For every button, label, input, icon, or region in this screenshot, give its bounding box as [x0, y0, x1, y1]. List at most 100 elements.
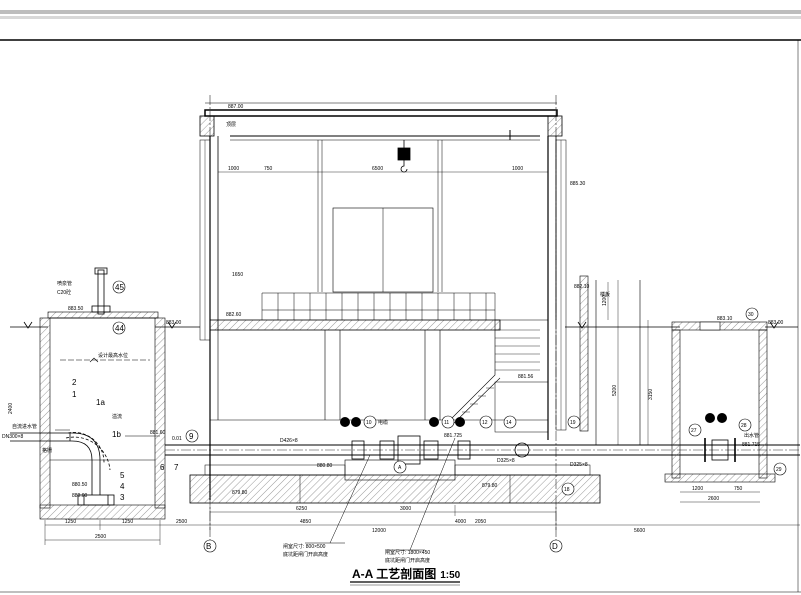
- callout-29: 29: [776, 467, 782, 473]
- label-elev-88156: 881.56: [518, 374, 534, 380]
- label-elev-883-10: 883.10: [717, 316, 733, 322]
- dim-4000: 4000: [455, 519, 466, 525]
- label-elev-883-right: 883.00: [768, 320, 784, 326]
- top-toolbar-strip: [0, 0, 801, 24]
- label-pump2: 闸室尺寸: 1800×450: [385, 549, 430, 556]
- label-top-level: 顶层: [226, 122, 236, 128]
- foundation-slab: [189, 459, 601, 504]
- callout-28: 28: [741, 423, 747, 429]
- dim-1000a: 1000: [228, 166, 239, 172]
- intake-well: [39, 311, 166, 520]
- toolbar-band-light: [0, 16, 801, 19]
- dim-4850: 4850: [300, 519, 311, 525]
- label-dn300: DN300×8: [2, 434, 23, 440]
- callout-11: 11: [444, 420, 449, 426]
- callout-2: 2: [72, 378, 77, 387]
- dimension-lines: [44, 280, 800, 545]
- callout-5: 5: [120, 471, 125, 480]
- dim-2500b: 2500: [176, 519, 187, 525]
- drawing-title: A-A 工艺剖面图 1:50: [352, 566, 461, 581]
- label-inlet: 自流进水管: [12, 423, 37, 430]
- callout-12: 12: [482, 420, 488, 426]
- callout-30: 30: [748, 312, 754, 318]
- filled-callouts: [340, 413, 727, 427]
- label-elev-8798: 879.80: [232, 490, 248, 496]
- callout-44: 44: [115, 324, 124, 333]
- dim-6250: 6250: [296, 506, 307, 512]
- dim-5600: 5600: [634, 528, 645, 534]
- label-elev-880b: 880.00: [72, 493, 88, 499]
- dim-2400: 2400: [8, 403, 14, 414]
- label-elev-887: 887.00: [228, 104, 244, 110]
- label-slope: 0.01: [172, 436, 182, 442]
- axis-lines: [209, 95, 557, 540]
- callout-10: 10: [366, 420, 372, 426]
- callout-27: 27: [691, 428, 697, 434]
- main-pipe: [165, 435, 800, 465]
- label-elev-8798b: 879.80: [482, 483, 498, 489]
- label-elev-8808: 880.80: [317, 463, 333, 469]
- callout-4: 4: [120, 482, 125, 491]
- label-elev-8821: 882.10: [574, 284, 590, 290]
- section-drawing: 45 44 9 10 11 12 14 19 18 27 28 29 30 A …: [0, 39, 801, 593]
- label-shaft: 喷泉管: [57, 280, 72, 287]
- label-elev-8826: 882.60: [226, 312, 242, 318]
- label-dn426: D426×8: [280, 438, 298, 444]
- title-main: A-A 工艺剖面图: [352, 566, 436, 581]
- callout-A: A: [398, 465, 402, 471]
- label-water-level: 设计最高水位: [98, 352, 128, 359]
- callout-1a: 1a: [96, 398, 105, 407]
- leader-lines: [55, 429, 456, 551]
- dim-1000b: 1000: [512, 166, 523, 172]
- callout-1: 1: [72, 390, 77, 399]
- vent-pipe: [91, 267, 111, 315]
- dim-2050: 2050: [475, 519, 486, 525]
- title-scale: 1:50: [440, 570, 460, 581]
- intake-pipe-bend: [10, 432, 115, 506]
- valve-well: [664, 321, 776, 483]
- callout-7: 7: [174, 463, 179, 472]
- label-c20: C20砼: [57, 289, 71, 296]
- dim-1250b: 1250: [122, 519, 133, 525]
- dim-3150: 3150: [648, 389, 654, 400]
- callout-9: 9: [189, 432, 194, 441]
- label-outlet: 出水管: [744, 432, 759, 439]
- callout-3: 3: [120, 493, 125, 502]
- dim-2500: 2500: [95, 534, 106, 540]
- label-elev-883a: 883.00: [166, 320, 182, 326]
- label-elev-881725: 881.725: [444, 433, 462, 439]
- crane-hook-icon: [397, 140, 411, 173]
- label-dn325b: D325×8: [570, 462, 588, 468]
- label-elev-881715: 881.715: [742, 442, 760, 448]
- pump-house-structure: [199, 102, 567, 500]
- label-pump2b: 底坑距闸门开启高度: [385, 557, 430, 564]
- label-floor: 楼板: [600, 291, 610, 298]
- dim-6500: 6500: [372, 166, 383, 172]
- label-pump1: 闸室尺寸: 800×500: [283, 543, 326, 550]
- dim-1200: 1200: [692, 486, 703, 492]
- toolbar-band: [0, 10, 801, 14]
- label-elev-880a: 880.50: [72, 482, 88, 488]
- label-elev-881: 881.60: [150, 430, 166, 436]
- callout-18: 18: [564, 487, 570, 493]
- dim-3000: 3000: [400, 506, 411, 512]
- callout-19: 19: [570, 420, 576, 426]
- label-overflow: 溢流: [112, 413, 122, 420]
- callouts: [112, 280, 787, 553]
- dim-750b: 750: [264, 166, 273, 172]
- dim-2600: 2600: [708, 496, 719, 502]
- dim-750: 750: [734, 486, 743, 492]
- label-grate: 格栅: [42, 447, 52, 454]
- dim-1650: 1650: [232, 272, 243, 278]
- callout-14: 14: [506, 420, 512, 426]
- dim-12000: 12000: [372, 528, 386, 534]
- label-cable: 电缆: [378, 419, 388, 426]
- label-elev-8853: 885.30: [570, 181, 586, 187]
- label-pump1b: 底坑距闸门开启高度: [283, 551, 328, 558]
- dim-1200b: 1200: [602, 295, 608, 306]
- dim-1250a: 1250: [65, 519, 76, 525]
- callout-45: 45: [115, 283, 124, 292]
- axis-label-D: D: [552, 542, 558, 551]
- label-dn325: D325×8: [497, 458, 515, 464]
- outer-retaining: [579, 275, 641, 445]
